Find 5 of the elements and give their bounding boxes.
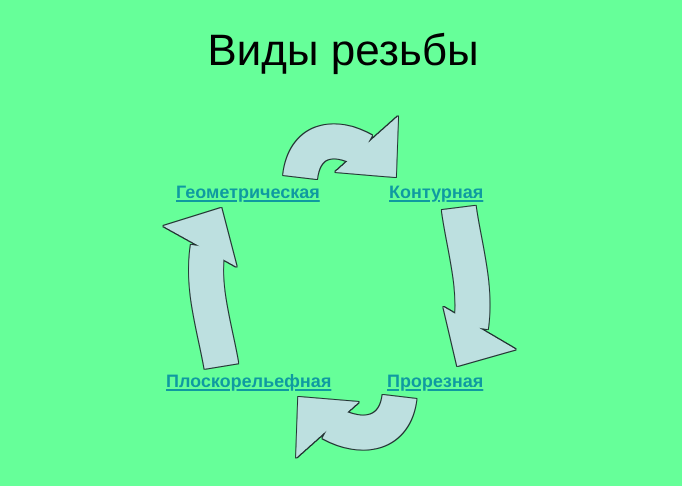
link: Геометрическая xyxy=(176,182,320,203)
link: Прорезная xyxy=(387,371,484,392)
link: Контурная xyxy=(389,182,484,203)
link: Плоскорельефная xyxy=(166,371,332,392)
title: Виды резьбы xyxy=(207,25,479,76)
